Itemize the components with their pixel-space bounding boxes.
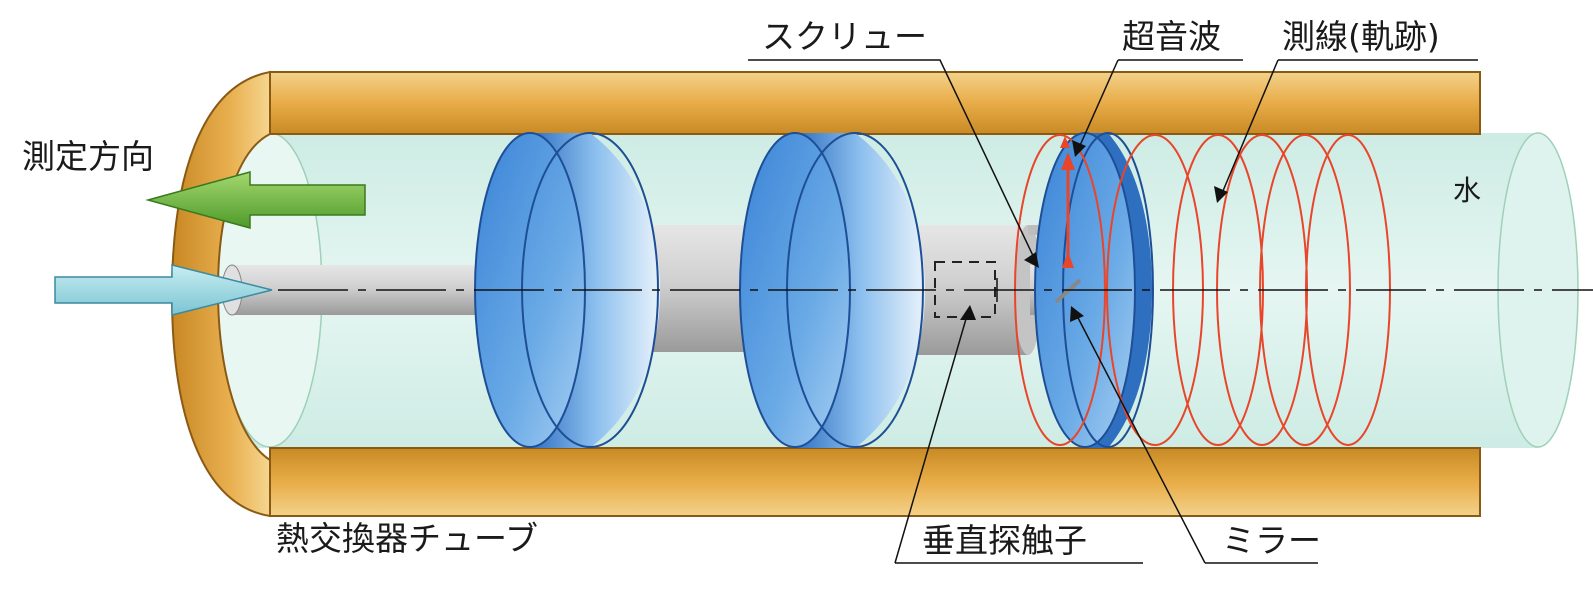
label-mirror: ミラー (1222, 521, 1321, 560)
insertion-arrow-cyan (54, 264, 273, 316)
leader-lines (748, 59, 1478, 564)
label-water: 水 (1453, 174, 1482, 207)
leader-arrowhead-probe (960, 305, 976, 320)
leader-arrowhead-trajectory (1214, 186, 1228, 203)
leader-arrowhead-screw (1024, 252, 1039, 268)
direction-arrow-green (145, 171, 366, 229)
leader-arrowhead-mirror (1070, 306, 1084, 322)
leader-arrowhead-ultrasonic (1072, 140, 1086, 157)
label-measurement-direction: 測定方向 (22, 137, 154, 176)
ultrasonic-beam (1060, 136, 1075, 268)
tube-wall-top (269, 71, 1481, 135)
label-measurement-line: 測線(軌跡) (1282, 17, 1440, 56)
tube-end-cap (170, 70, 271, 518)
label-heat-exchanger-tube: 熱交換器チューブ (276, 519, 539, 558)
mirror-element (1054, 278, 1082, 304)
label-ultrasonic: 超音波 (1122, 17, 1221, 56)
label-vertical-probe: 垂直探触子 (922, 521, 1087, 560)
tube-wall-bottom (269, 447, 1481, 517)
label-screw: スクリュー (762, 17, 927, 56)
